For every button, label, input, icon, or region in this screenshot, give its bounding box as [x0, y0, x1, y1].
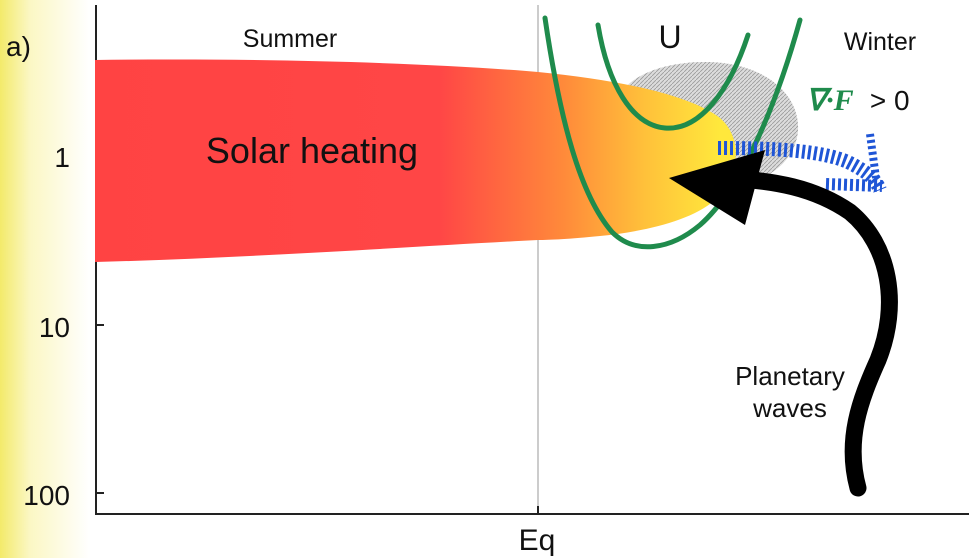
winter-label: Winter — [844, 28, 916, 56]
u-contour-inner — [595, 22, 751, 131]
y-tick-label-100: 100 — [23, 480, 70, 511]
waves-arrowhead — [669, 150, 765, 225]
u-contour-outer — [542, 15, 803, 250]
zonal-wind-u-label: U — [658, 19, 681, 55]
summer-label: Summer — [243, 25, 337, 53]
waves-arrow-shaft — [713, 169, 898, 497]
flux-divergence-relation: > 0 — [870, 85, 910, 116]
flux-divergence-symbol: ∇·F — [806, 84, 854, 117]
y-tick-label-1: 1 — [54, 142, 70, 173]
flux-convergence-arc — [717, 141, 887, 193]
y-tick-label-10: 10 — [39, 312, 70, 343]
planetary-waves-label-line2: waves — [752, 393, 827, 423]
flux-divergence-label: ∇·F > 0 — [806, 84, 910, 117]
planetary-waves-arrow — [669, 150, 898, 497]
flux-convergence-tip — [866, 133, 880, 179]
solar-heating-band — [95, 59, 736, 262]
solar-heating-label: Solar heating — [206, 130, 418, 171]
eliassen-palm-flux-convergence — [717, 133, 887, 193]
x-tick-label-eq: Eq — [519, 524, 556, 557]
panel-label: a) — [6, 31, 31, 62]
planetary-waves-label-line1: Planetary — [735, 361, 845, 391]
